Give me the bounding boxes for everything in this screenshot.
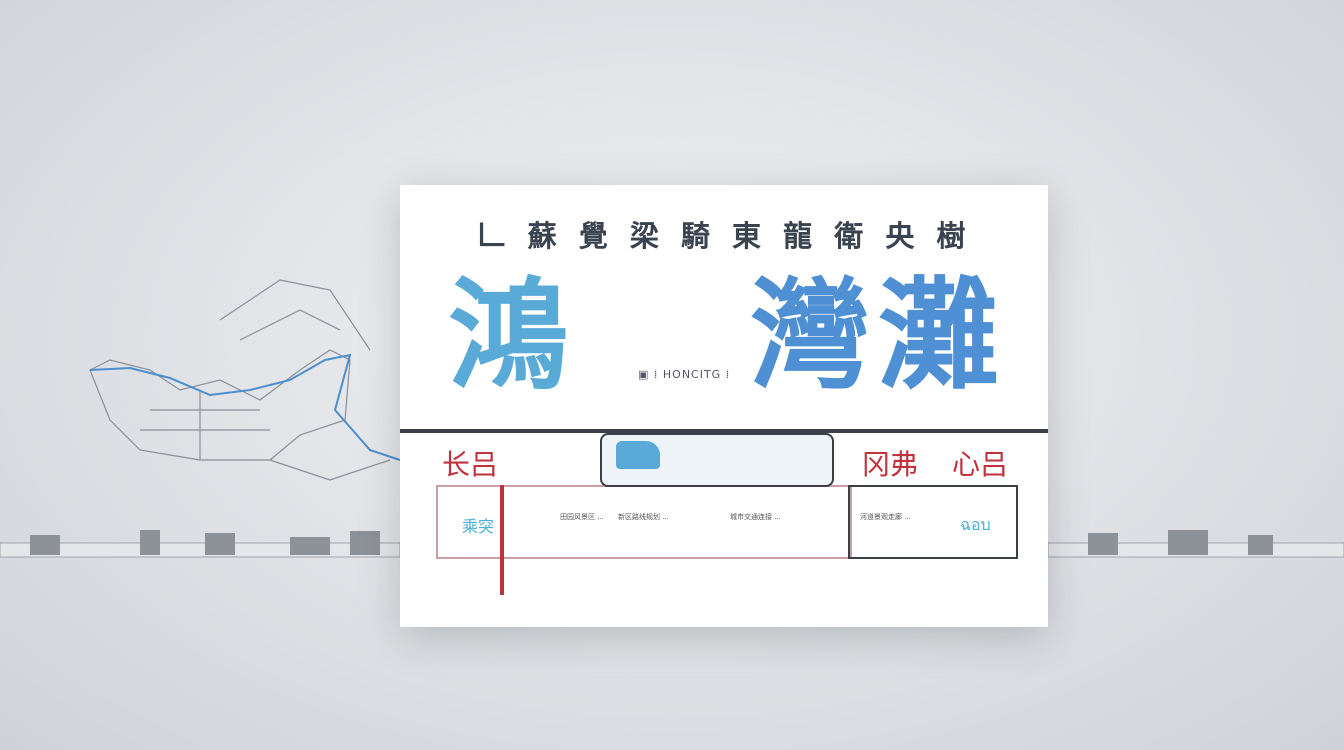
map-sketch: [89, 279, 401, 481]
label-red-mid: 冈弗: [862, 448, 919, 481]
panel-left-frame: [436, 485, 852, 559]
poster-title: 𠃊 蘇 覺 梁 騎 東 龍 衛 央 樹: [476, 219, 972, 253]
text-block-2: 新区路线规划 ...: [618, 513, 669, 521]
building-strip-right: [1048, 530, 1344, 558]
building-strip-left: [0, 530, 400, 558]
text-block-3: 城市交通连接 ...: [730, 513, 781, 521]
text-block-1: 田园风景区 ...: [560, 513, 604, 521]
label-red-right: 心吕: [952, 448, 1009, 481]
big-characters-right: 灣灘: [750, 267, 1006, 406]
label-cyan-right: ฉอบ: [960, 515, 991, 534]
text-block-4: 河道景观走廊 ...: [860, 513, 911, 521]
label-cyan-left: 乘突: [462, 517, 495, 536]
small-caption: ▣ ⁞ HONCITG ⁞: [638, 368, 731, 381]
panel-right-frame: [848, 485, 1018, 559]
red-pipe: [500, 485, 504, 595]
poster-card: 𠃊 蘇 覺 梁 騎 東 龍 衛 央 樹 鴻 ▣ ⁞ HONCITG ⁞ 灣灘 长…: [400, 185, 1048, 627]
label-red-left: 长吕: [442, 448, 499, 481]
big-character-left: 鴻: [448, 267, 568, 406]
divider-band: [400, 429, 1048, 433]
screen-icon: [616, 441, 660, 469]
